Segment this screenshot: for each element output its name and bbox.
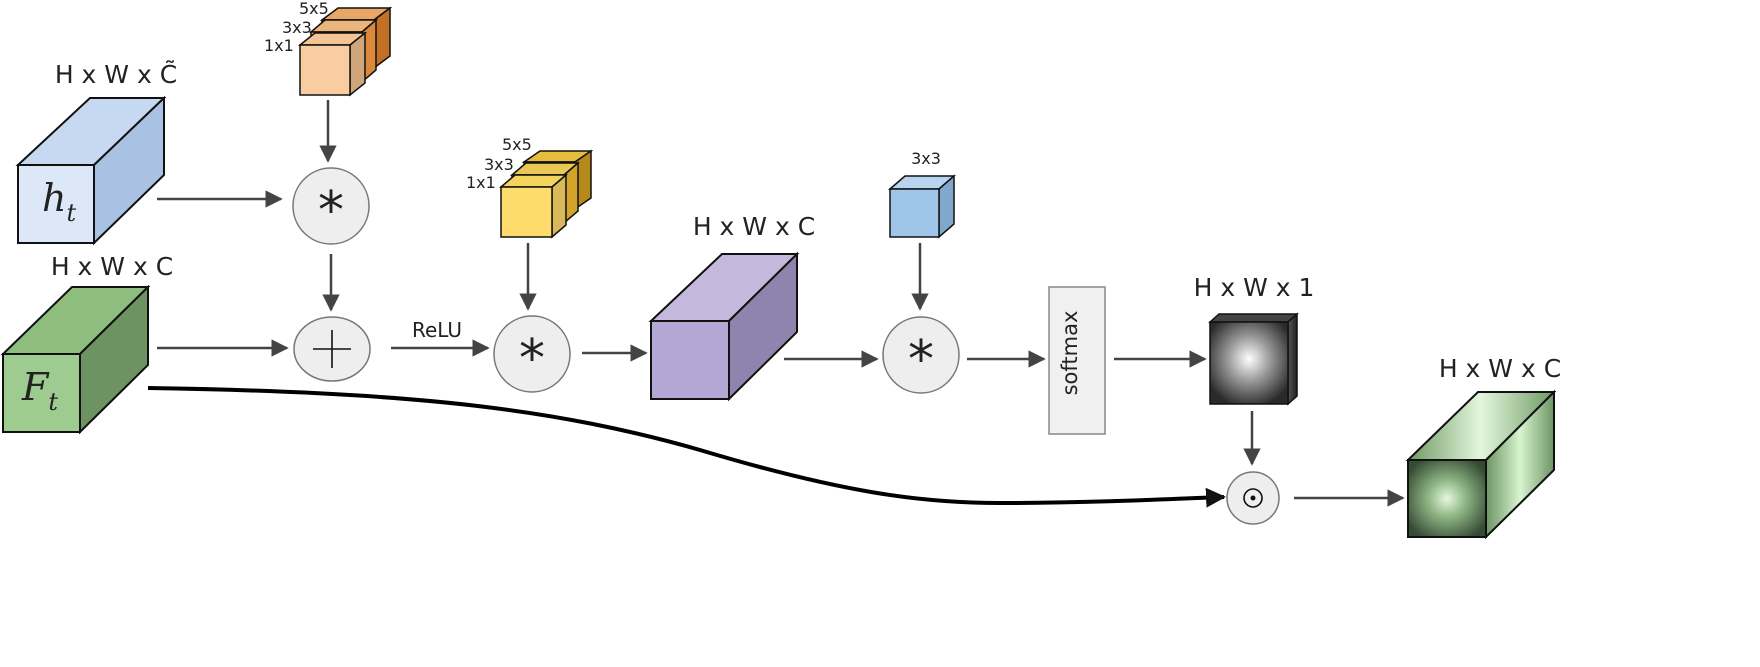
conv-op-2: * [493, 315, 571, 393]
output-front-face [1407, 459, 1487, 538]
hadamard-op-dot [1250, 495, 1256, 501]
attention-map-block: H x W x 1 [1194, 273, 1315, 406]
softmax-rect [1048, 286, 1106, 435]
relu-label: ReLU [412, 318, 462, 342]
output-dims-label: H x W x C [1439, 354, 1561, 383]
kernel-bank-1-front-side [349, 31, 366, 97]
kernel-bank-2-front-side [551, 173, 567, 239]
kernel-bank-1-size-3x3: 3x3 [282, 18, 312, 37]
softmax-box: softmax [1048, 286, 1106, 435]
feature-dims-label: H x W x C [51, 252, 173, 281]
hidden-out-front-face [650, 320, 730, 400]
conv-op-1-symbol: * [318, 181, 344, 241]
hadamard-op-ring [1243, 488, 1263, 508]
attention-map-front [1209, 321, 1289, 405]
kernel-bank-2: 5x5 3x3 1x1 [466, 135, 594, 239]
hidden-state-front-face [17, 164, 95, 244]
conv-op-1-circle [292, 167, 370, 245]
conv-op-3-circle [882, 316, 960, 394]
kernel-bank-2-front-front [500, 186, 553, 238]
attention-map-dims-label: H x W x 1 [1194, 273, 1315, 302]
attention-map-side [1287, 312, 1298, 406]
feature-front-face [2, 353, 81, 433]
kernel-single-front [889, 188, 940, 238]
kernel-bank-1-front-front [299, 44, 351, 96]
attention-map-top [1208, 313, 1299, 323]
kernel-bank-1: 5x5 3x3 1x1 [264, 0, 393, 97]
hidden-out-block: H x W x C [648, 212, 815, 402]
kernel-bank-2-size-5x5: 5x5 [502, 135, 532, 154]
conv-op-1: * [292, 167, 370, 245]
softmax-label: softmax [1058, 311, 1082, 396]
feature-block: Ft H x W x C [0, 252, 173, 435]
hidden-out-dims-label: H x W x C [693, 212, 815, 241]
kernel-single-size: 3x3 [911, 149, 941, 168]
conv-op-3-symbol: * [908, 330, 934, 390]
output-block: H x W x C [1405, 354, 1561, 540]
hadamard-op [1226, 471, 1280, 525]
conv-op-2-symbol: * [519, 329, 545, 389]
skip-connection-curve [147, 386, 1226, 508]
kernel-single: 3x3 [887, 149, 957, 239]
conv-op-2-circle [493, 315, 571, 393]
kernel-bank-2-size-1x1: 1x1 [466, 173, 496, 192]
conv-op-3: * [882, 316, 960, 394]
hidden-state-dims-label: H x W x C̃ [55, 60, 177, 89]
add-op [293, 316, 371, 382]
hidden-state-block: ht H x W x C̃ [15, 60, 177, 246]
feature-symbol: Ft [21, 365, 58, 416]
kernel-bank-1-size-5x5: 5x5 [299, 0, 329, 18]
kernel-bank-2-size-3x3: 3x3 [484, 155, 514, 174]
kernel-bank-1-size-1x1: 1x1 [264, 36, 294, 55]
arrows [157, 100, 1405, 507]
hidden-state-symbol: ht [42, 176, 76, 227]
